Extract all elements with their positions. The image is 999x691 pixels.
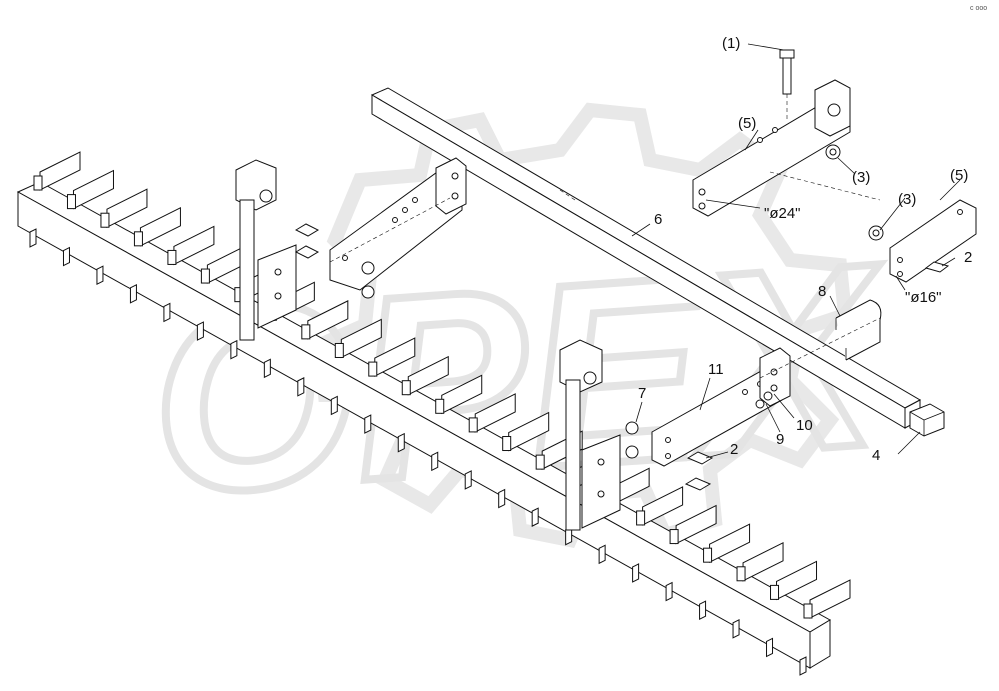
tine-tab [770,584,780,600]
tine-bracket [709,523,751,563]
tine [431,451,439,472]
tine-bracket [39,151,81,191]
tine-tab [368,361,378,377]
middle-bracket [651,347,791,467]
callout-2-middle: 2 [730,441,738,458]
callout-3-side: (3) [898,191,916,208]
callout-dia24: "ø24" [764,205,801,222]
tine-tab [100,212,110,228]
callout-5-upper: (5) [738,115,756,132]
tine [632,563,640,583]
tine [397,432,405,453]
square-tube [370,87,922,429]
tine-bracket [776,560,818,601]
callout-11: 11 [708,361,724,378]
callout-7: 7 [638,385,646,402]
tine [498,488,506,509]
tine [531,507,539,527]
tine [665,581,673,602]
left-hitch-post [235,159,297,341]
tine [129,284,137,304]
upper-bracket [692,49,851,217]
tine [96,265,104,286]
fasteners [294,223,773,491]
middle-hitch-post [559,339,621,531]
tine-tab [636,510,646,526]
callout-5-side: (5) [950,167,968,184]
tine-tab [502,436,512,452]
callout-labels: (1) (5) (3) (5) (3) 2 "ø24" "ø16" 6 8 11… [638,5,987,464]
tine-tab [535,454,545,470]
callout-9: 9 [776,431,784,448]
tine-bracket [139,207,181,247]
tine [799,656,807,676]
callout-4: 4 [872,447,880,464]
tine-tab [167,249,177,265]
u-bolt [835,299,882,361]
tine [230,339,238,360]
tine-tab [803,603,813,619]
corner-mark: c ooo [970,5,987,12]
tine-tab [334,342,344,358]
tine [330,395,338,416]
tine-tab [736,566,746,582]
tine [29,228,37,248]
leader-lines [631,43,961,459]
tine [62,246,70,267]
callout-10: 10 [796,417,813,434]
tine [163,302,171,323]
tine-tab [468,417,478,433]
tine [699,600,707,620]
rear-beam [16,181,832,669]
tine-bracket [72,169,114,210]
callout-dia16: "ø16" [905,289,942,306]
tine-bracket [742,541,784,582]
tine [263,358,271,379]
tine [364,414,372,434]
left-strut [329,157,467,291]
callout-8: 8 [818,283,826,300]
callout-6: 6 [654,211,662,228]
tine-tab [133,231,143,247]
tine [766,637,774,658]
tine-bracket [106,188,148,229]
tine-tab [401,380,411,396]
tine [598,544,606,565]
tine-tab [66,194,76,210]
tine-bracket [809,579,851,619]
tine-tab [703,547,713,563]
callout-2-side: 2 [964,249,972,266]
tine [297,377,305,397]
tine [732,618,740,639]
tine [196,321,204,341]
centerlines [329,171,881,379]
side-plate [868,199,977,283]
tine-tab [301,324,311,340]
tine-tab [669,529,679,545]
tine [464,470,472,490]
tine-tab [435,398,445,414]
tine-tab [33,175,43,191]
callout-3-upper: (3) [852,169,870,186]
callout-1: (1) [722,35,740,52]
end-cap [909,403,945,437]
tine-tab [200,268,210,284]
